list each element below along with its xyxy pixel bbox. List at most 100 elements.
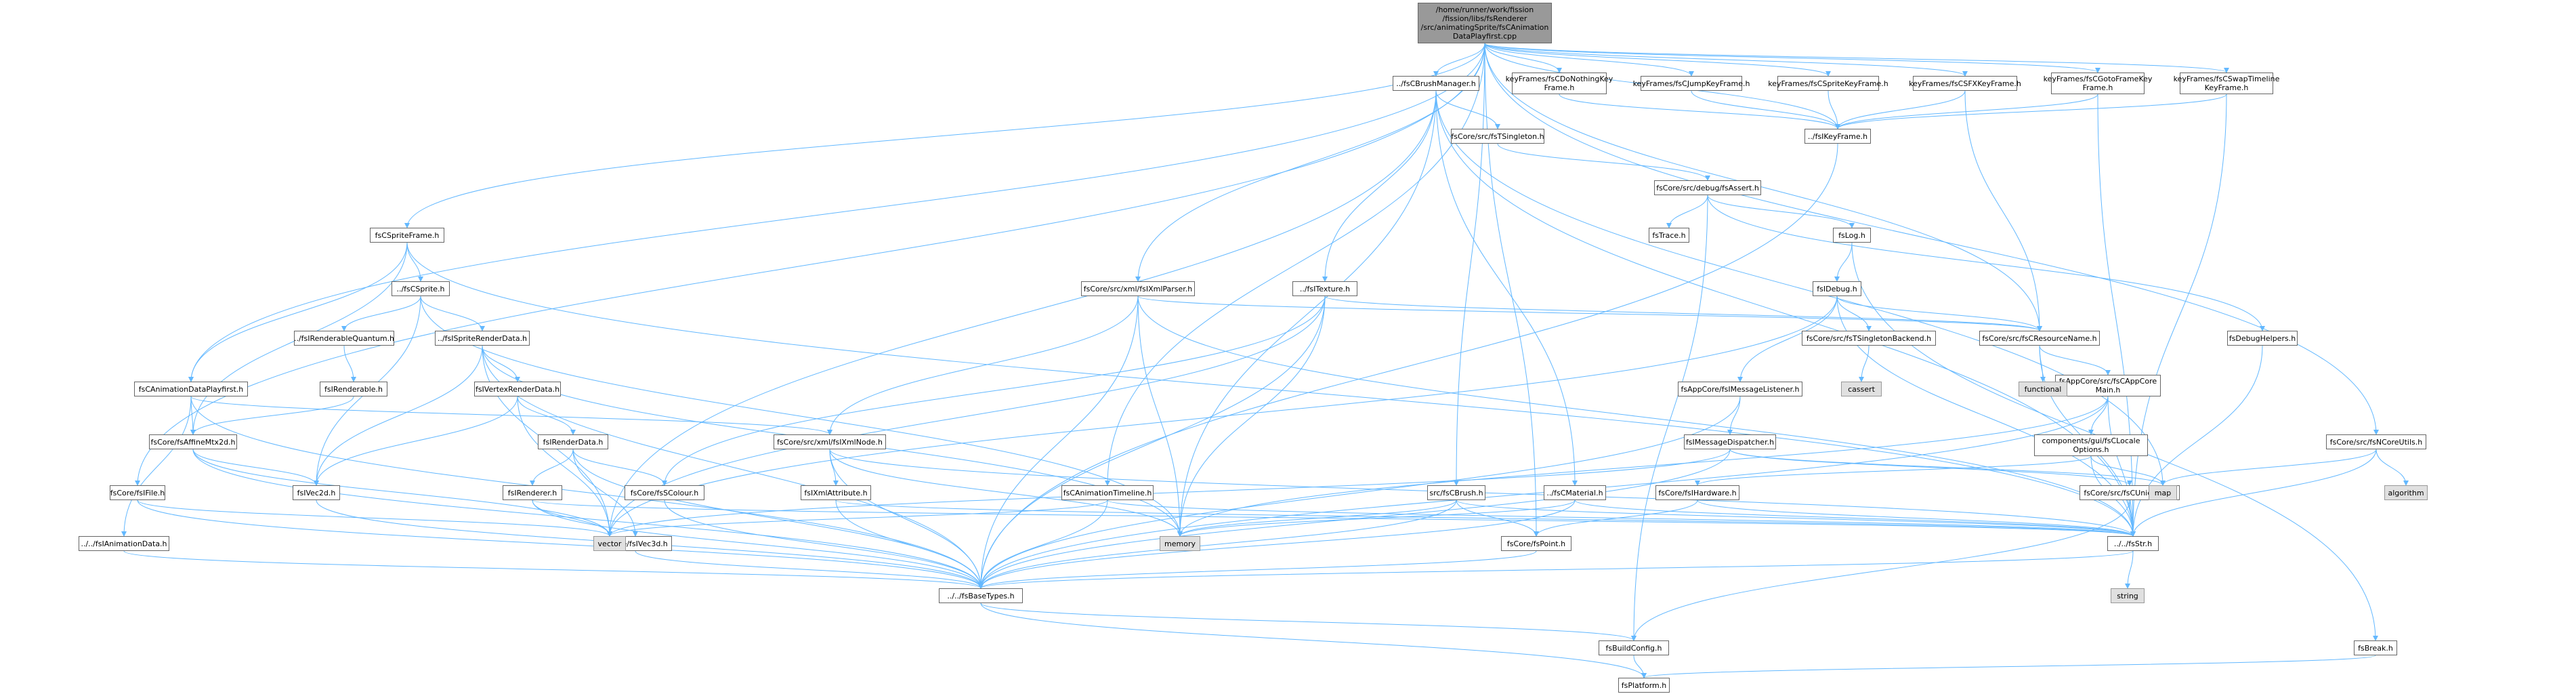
edge-core-utils-to-algorithm [2376,449,2409,486]
node-tsingleton-be[interactable]: fsCore/src/fsTSingletonBackend.h [1802,331,1936,346]
edge-msg-dispatcher-to-vector [607,449,1731,537]
node-debug-helpers[interactable]: fsDebugHelpers.h [2227,331,2298,346]
edge-xml-parser-to-cres-name [1137,295,2042,331]
edge-root-to-kf-swap [1484,43,2229,73]
edge-ifile-to-vector [137,499,612,537]
node-ifile[interactable]: fsCore/fsIFile.h [110,485,165,500]
edge-rend-quantum-to-renderable [343,345,356,382]
node-hardware[interactable]: fsCore/fsIHardware.h [1655,485,1739,500]
node-canim-dpf[interactable]: fsCAnimationDataPlayfirst.h [134,382,248,396]
edge-kf-do-nothing-to-key-frame [1559,94,1840,129]
node-itexture[interactable]: ../fsITexture.h [1292,281,1357,296]
edge-affine-mtx-to-vec2d [192,449,319,486]
edge-cmaterial-to-str [1574,499,2136,537]
edge-vec3d-to-base-types [635,550,984,589]
edge-cbrush-manager-to-vector [607,90,1437,537]
node-render-data[interactable]: fsIRenderData.h [538,434,608,449]
edge-affine-mtx-to-vector [192,449,612,537]
edge-cbrush-manager-to-str [1435,90,2136,537]
edge-cbrush-manager-to-itexture [1322,90,1437,282]
node-core-utils[interactable]: fsCore/src/fsNCoreUtils.h [2326,434,2426,449]
node-build-config[interactable]: fsBuildConfig.h [1599,640,1669,655]
node-debug[interactable]: fsIDebug.h [1813,281,1861,296]
node-locale[interactable]: components/gui/fsCLocale Options.h [2034,434,2148,456]
node-msg-listener[interactable]: fsAppCore/fsIMessageListener.h [1678,382,1802,396]
edge-core-utils-to-map [2160,449,2377,486]
node-kf-sprite[interactable]: keyFrames/fsCSpriteKeyFrame.h [1768,76,1888,91]
edge-cbrush-manager-to-tsingleton [1435,90,1500,129]
node-assert[interactable]: fsCore/src/debug/fsAssert.h [1654,180,1761,195]
node-platform[interactable]: fsPlatform.h [1618,678,1670,693]
edge-sprite-rd-to-vertex-rd [482,345,520,382]
node-csprite-frame[interactable]: fsCSpriteFrame.h [370,228,444,243]
node-renderable[interactable]: fsIRenderable.h [320,382,387,396]
node-key-frame[interactable]: ../fsIKeyFrame.h [1804,129,1871,144]
node-anim-timeline[interactable]: fsCAnimationTimeline.h [1061,485,1154,500]
node-affine-mtx[interactable]: fsCore/fsAffineMtx2d.h [149,434,237,449]
node-xml-node[interactable]: fsCore/src/xml/fsIXmlNode.h [774,434,886,449]
edge-cbrush-manager-to-memory [1177,90,1437,537]
edge-itexture-to-colour [662,295,1326,486]
node-memory: memory [1160,536,1200,551]
node-kf-do-nothing[interactable]: keyFrames/fsCDoNothingKey Frame.h [1506,73,1613,94]
node-str[interactable]: ../../fsStr.h [2107,536,2159,551]
edge-itexture-to-base-types [978,295,1326,589]
node-cbrush[interactable]: src/fsCBrush.h [1427,485,1485,500]
node-anim-data[interactable]: ../../fsIAnimationData.h [79,536,169,551]
node-msg-dispatcher[interactable]: fsIMessageDispatcher.h [1684,434,1776,449]
node-kf-swap[interactable]: keyFrames/fsCSwapTimeline KeyFrame.h [2174,73,2279,94]
node-trace[interactable]: fsTrace.h [1649,228,1689,243]
node-map: map [2149,485,2177,500]
node-xml-parser[interactable]: fsCore/src/xml/fsIXmlParser.h [1081,281,1195,296]
edge-affine-mtx-to-base-types [192,449,984,589]
node-log[interactable]: fsLog.h [1833,228,1871,243]
edge-cmaterial-to-base-types [978,499,1576,589]
edge-hardware-to-str [1697,499,2136,537]
edge-capp-core-main-to-str [2107,396,2136,537]
node-vec2d[interactable]: fsIVec2d.h [293,485,340,500]
edge-anim-timeline-to-vector [607,499,1108,537]
node-csprite[interactable]: ../fsCSprite.h [392,281,450,296]
edge-root-to-canim-dpf [188,43,1485,382]
node-cmaterial[interactable]: ../fsCMaterial.h [1544,485,1606,500]
node-base-types[interactable]: ../../fsBaseTypes.h [939,588,1023,603]
node-cres-name[interactable]: fsCore/src/fsCResourceName.h [1979,331,2100,346]
edge-xml-parser-to-str [1137,295,2136,537]
node-tsingleton[interactable]: fsCore/src/fsTSingleton.h [1451,129,1544,144]
edge-tsingleton-to-assert [1497,143,1710,181]
edge-str-to-string [2125,550,2134,589]
edge-kf-jump-to-key-frame [1691,90,1840,129]
edge-xml-parser-to-memory [1137,295,1183,537]
node-xml-attr[interactable]: fsIXmlAttribute.h [801,485,871,500]
node-break[interactable]: fsBreak.h [2354,640,2397,655]
node-cassert: cassert [1841,382,1882,396]
node-sprite-rd[interactable]: ../fsISpriteRenderData.h [435,331,530,346]
edge-root-to-cbrush-manager [1433,43,1485,77]
node-kf-jump[interactable]: keyFrames/fsCJumpKeyFrame.h [1633,76,1750,91]
node-colour[interactable]: fsCore/fsSColour.h [625,485,704,500]
edge-canim-dpf-to-base-types [190,396,984,589]
edge-log-to-debug [1834,242,1853,282]
edge-vertex-rd-to-vec2d [314,396,518,486]
node-algorithm: algorithm [2384,485,2428,500]
node-capp-core-main[interactable]: fsAppCore/src/fsCAppCore Main.h [2055,375,2161,396]
node-rend-quantum[interactable]: ../fsIRenderableQuantum.h [294,331,394,346]
node-point[interactable]: fsCore/fsPoint.h [1501,536,1571,551]
edge-root-to-kf-sfx [1484,43,1968,77]
node-kf-goto[interactable]: keyFrames/fsCGotoFrameKey Frame.h [2044,73,2152,94]
edge-cbrush-to-base-types [978,499,1457,589]
node-cbrush-manager[interactable]: ../fsCBrushManager.h [1393,76,1479,91]
edge-anim-timeline-to-str [1107,499,2136,537]
edge-xml-parser-to-xml-node [827,295,1139,435]
edge-root-to-cres-name [1484,43,2042,331]
edge-capp-core-main-to-locale [2088,396,2109,435]
edge-cbrush-to-memory [1177,499,1457,537]
node-kf-sfx[interactable]: keyFrames/fsCSFXKeyFrame.h [1909,76,2021,91]
edge-cbrush-to-point [1456,499,1539,537]
edge-debug-to-msg-listener [1737,295,1838,382]
edge-cmaterial-to-memory [1177,499,1576,537]
node-irenderer[interactable]: fsIRenderer.h [503,485,562,500]
node-vertex-rd[interactable]: fsIVertexRenderData.h [474,382,561,396]
